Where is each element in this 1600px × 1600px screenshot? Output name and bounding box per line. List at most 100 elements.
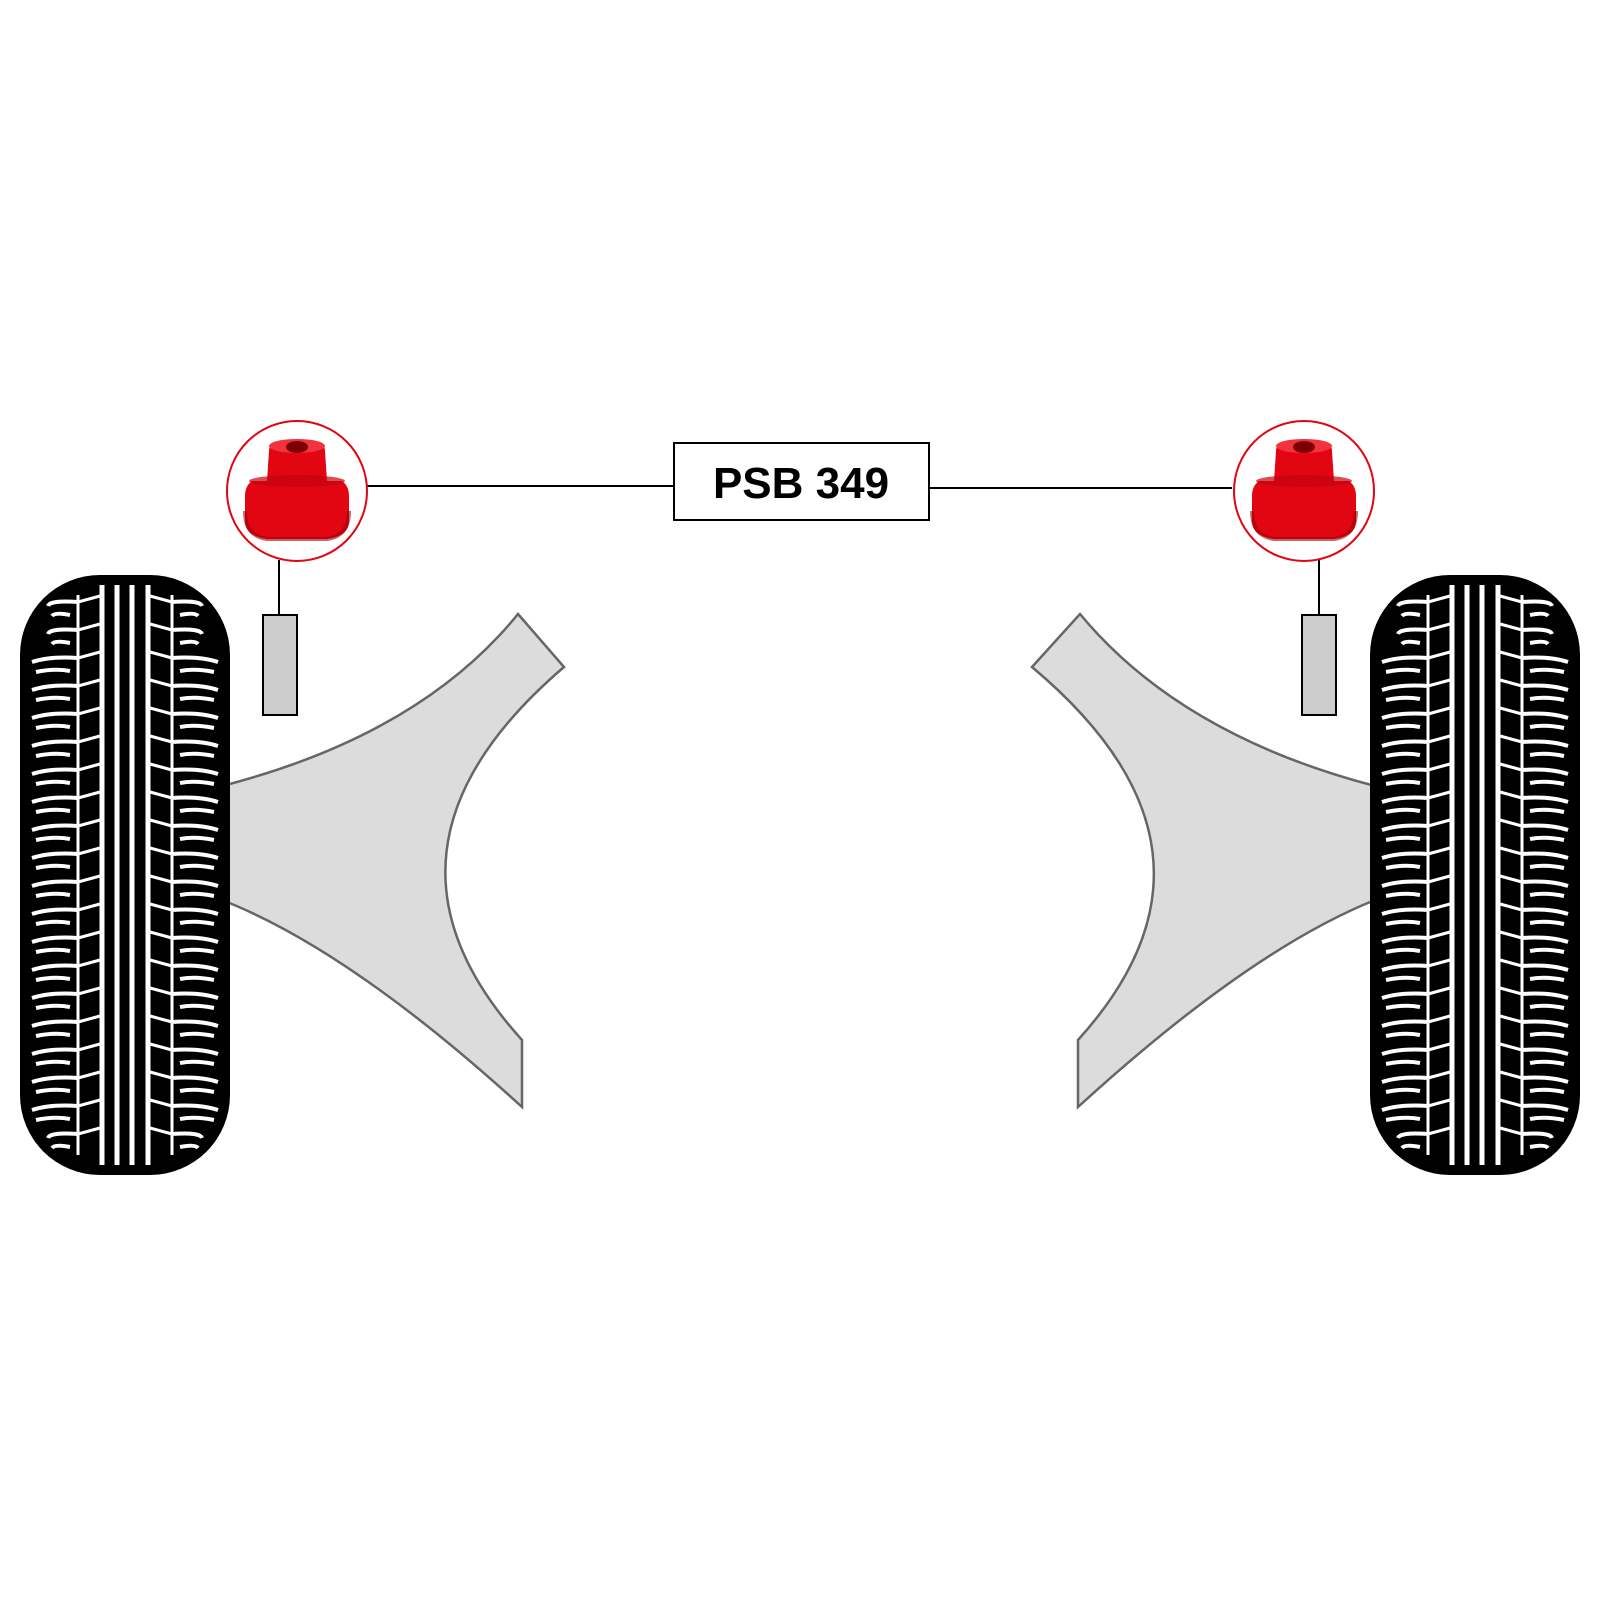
tread-groove (1499, 818, 1523, 828)
tread-groove (1499, 678, 1523, 688)
tread-groove (77, 958, 101, 968)
tread-sipe (1521, 991, 1569, 1000)
tread-sipe (179, 807, 215, 814)
tread-groove (1499, 1070, 1523, 1080)
tread-sipe (171, 1047, 219, 1056)
tread-sipe (1381, 935, 1429, 944)
tread-sipe (31, 851, 79, 860)
tread-groove (77, 1126, 101, 1136)
tread-groove (1427, 734, 1451, 744)
tread-sipe (1385, 1059, 1421, 1066)
tread-groove (1427, 762, 1451, 772)
left-tyre (20, 575, 230, 1175)
tread-sipe (1385, 1031, 1421, 1038)
tread-sipe (179, 1031, 215, 1038)
tread-sipe (1529, 779, 1565, 786)
tread-sipe (171, 851, 219, 860)
tread-sipe (179, 1003, 215, 1010)
tread-sipe (1385, 863, 1421, 870)
tread-sipe (1385, 1115, 1421, 1122)
tread-groove (1499, 1042, 1523, 1052)
tread-sipe (1521, 655, 1569, 664)
polyurethane-bush-icon (1250, 439, 1358, 541)
tread-groove (1427, 930, 1451, 940)
tread-groove (77, 1042, 101, 1052)
tread-sipe (1396, 599, 1429, 608)
tread-sipe (1400, 611, 1421, 618)
tread-sipe (1385, 891, 1421, 898)
tread-sipe (171, 1131, 204, 1140)
tread-sipe (31, 935, 79, 944)
tread-sipe (1529, 1059, 1565, 1066)
tread-groove (149, 958, 173, 968)
tread-groove (149, 902, 173, 912)
left-wishbone-arm (220, 612, 566, 1110)
tread-sipe (1521, 1131, 1554, 1140)
tread-sipe (1529, 891, 1565, 898)
tread-sipe (1396, 1131, 1429, 1140)
tread-groove (149, 1070, 173, 1080)
tread-groove (1427, 1126, 1451, 1136)
tread-sipe (31, 795, 79, 804)
tread-sipe (31, 683, 79, 692)
tread-sipe (31, 991, 79, 1000)
tread-groove (77, 650, 101, 660)
tread-sipe (31, 1075, 79, 1084)
tread-groove (77, 1070, 101, 1080)
tread-sipe (1521, 767, 1569, 776)
tread-sipe (1529, 639, 1550, 646)
tread-sipe (1381, 795, 1429, 804)
tread-sipe (35, 919, 71, 926)
tread-sipe (171, 711, 219, 720)
tread-sipe (1521, 1019, 1569, 1028)
tread-sipe (179, 695, 215, 702)
tread-sipe (35, 723, 71, 730)
tread-sipe (35, 1031, 71, 1038)
tread-groove (1427, 818, 1451, 828)
tread-sipe (1529, 975, 1565, 982)
tread-sipe (1521, 823, 1569, 832)
tread-sipe (179, 1115, 215, 1122)
tread-groove (1499, 594, 1523, 604)
tread-groove (1499, 1014, 1523, 1024)
tread-sipe (1529, 919, 1565, 926)
tread-sipe (35, 751, 71, 758)
tread-sipe (179, 751, 215, 758)
tread-groove (1427, 1014, 1451, 1024)
tread-sipe (1381, 739, 1429, 748)
tread-groove (149, 594, 173, 604)
tread-groove (77, 986, 101, 996)
tread-sipe (179, 1059, 215, 1066)
tread-groove (1427, 958, 1451, 968)
tread-sipe (35, 975, 71, 982)
tread-sipe (35, 1087, 71, 1094)
left-bush-location-marker (262, 614, 298, 716)
tread-groove (77, 930, 101, 940)
tread-groove (1427, 622, 1451, 632)
tread-sipe (179, 667, 215, 674)
tread-groove (1427, 1098, 1451, 1108)
tread-sipe (1381, 851, 1429, 860)
tread-groove (1499, 902, 1523, 912)
tread-sipe (1381, 1019, 1429, 1028)
tread-sipe (1521, 599, 1554, 608)
tread-sipe (35, 1059, 71, 1066)
tread-sipe (1385, 779, 1421, 786)
tread-sipe (171, 1019, 219, 1028)
tread-sipe (1529, 695, 1565, 702)
tread-sipe (171, 963, 219, 972)
tread-sipe (31, 907, 79, 916)
tread-groove (77, 594, 101, 604)
tread-groove (77, 622, 101, 632)
tread-sipe (1529, 1003, 1565, 1010)
tread-sipe (46, 599, 79, 608)
tread-sipe (35, 779, 71, 786)
tread-groove (1427, 650, 1451, 660)
right-bush-location-marker (1301, 614, 1337, 716)
tread-sipe (1529, 835, 1565, 842)
tread-sipe (31, 1103, 79, 1112)
tread-sipe (1385, 1003, 1421, 1010)
tread-sipe (1529, 863, 1565, 870)
tread-groove (1427, 902, 1451, 912)
tread-sipe (1385, 975, 1421, 982)
